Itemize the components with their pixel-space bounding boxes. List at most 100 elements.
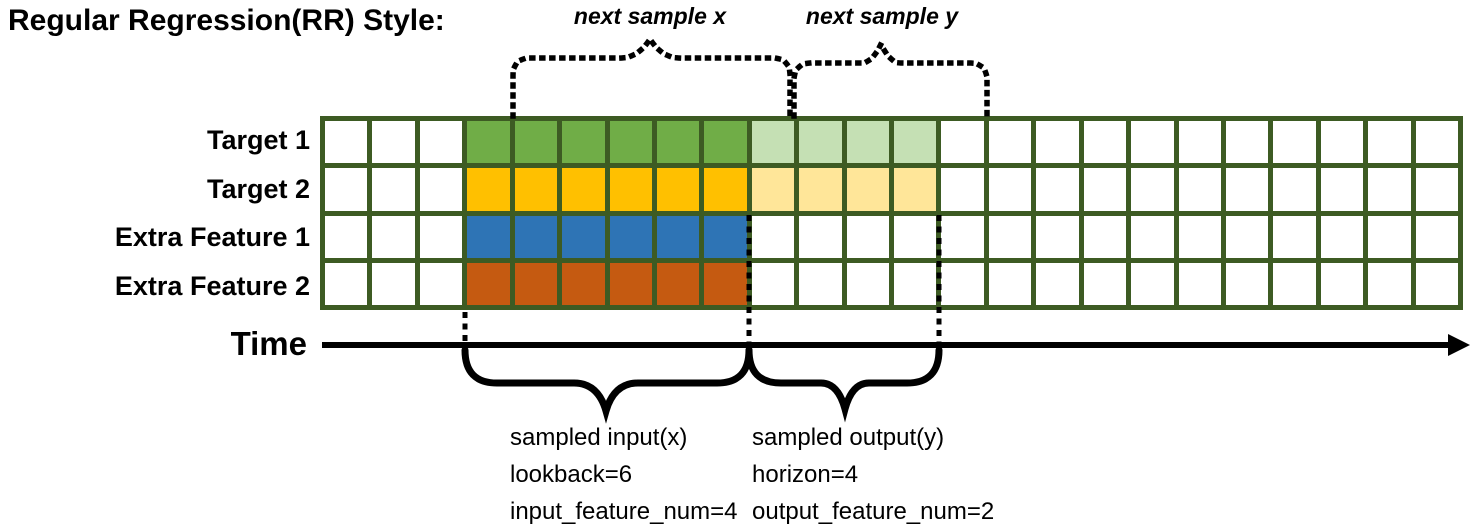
time-arrow-head (1448, 334, 1470, 356)
grid-cell (656, 121, 700, 164)
grid-cell (894, 215, 937, 258)
grid-cell (1273, 121, 1316, 164)
grid-cell (988, 168, 1032, 211)
grid-cell (609, 262, 652, 305)
output-feature-num-value: output_feature_num=2 (752, 498, 995, 525)
grid-cell (1131, 121, 1174, 164)
grid-cell (1320, 121, 1364, 164)
grid-cell (988, 262, 1032, 305)
grid-cell (514, 121, 558, 164)
grid-cell (941, 168, 984, 211)
sampled-output-title: sampled output(y) (752, 424, 945, 451)
grid-cell (1225, 121, 1269, 164)
grid-cell (1036, 215, 1079, 258)
grid-cell (751, 168, 795, 211)
grid-cell (467, 168, 510, 211)
grid-cell (419, 121, 463, 164)
sampled-output-brace (745, 346, 943, 423)
grid-cell (1273, 168, 1316, 211)
grid-cell (1225, 168, 1269, 211)
figure-title: Regular Regression(RR) Style: (8, 4, 445, 37)
grid-cell (1178, 215, 1221, 258)
grid-cell (1131, 168, 1174, 211)
grid-cell (514, 168, 558, 211)
grid-cell (846, 215, 889, 258)
grid-cell (1368, 121, 1411, 164)
grid-cell (1273, 215, 1316, 258)
row-label: Target 2 (206, 173, 310, 204)
next-sample-x-label: next sample x (573, 3, 727, 29)
grid-cell (1415, 168, 1458, 211)
grid-cell (1036, 262, 1079, 305)
grid-cell (609, 168, 652, 211)
grid-cell (941, 215, 984, 258)
grid-cell (1368, 168, 1411, 211)
grid-cell (656, 168, 700, 211)
grid-cell (372, 121, 415, 164)
grid-cell (751, 121, 795, 164)
sampled-input-brace (461, 346, 753, 424)
grid-cell (1083, 262, 1127, 305)
grid-cell (562, 121, 605, 164)
grid-cell (419, 262, 463, 305)
grid-cell (419, 215, 463, 258)
grid-cell (372, 262, 415, 305)
sampled-input-title: sampled input(x) (510, 424, 688, 451)
next-sample-x-brace (510, 33, 793, 119)
grid-cell (325, 215, 368, 258)
grid-cell (846, 168, 889, 211)
grid-cell (1083, 215, 1127, 258)
grid-cell (1083, 168, 1127, 211)
sampled-input-annotation: sampled input(x) lookback=6 input_featur… (510, 419, 738, 530)
grid-cell (988, 215, 1032, 258)
grid-cell (894, 262, 937, 305)
grid-cell (1178, 121, 1221, 164)
grid-cell (419, 168, 463, 211)
grid-cell (1415, 262, 1458, 305)
grid-cell (372, 215, 415, 258)
grid-cell (894, 121, 937, 164)
grid-cell (799, 262, 842, 305)
grid-cell (1178, 262, 1221, 305)
grid-cell (1415, 215, 1458, 258)
grid-cell (704, 215, 747, 258)
grid-cell (799, 168, 842, 211)
input-feature-num-value: input_feature_num=4 (510, 498, 738, 525)
grid-cell (325, 262, 368, 305)
row-label: Extra Feature 1 (114, 222, 310, 252)
grid-cell (1131, 215, 1174, 258)
grid-cell (1320, 262, 1364, 305)
grid-cell (467, 262, 510, 305)
grid-cell (846, 121, 889, 164)
grid-cell (704, 121, 747, 164)
grid-cell (1036, 168, 1079, 211)
grid-cell (325, 168, 368, 211)
grid-cell (1083, 121, 1127, 164)
row-label: Extra Feature 2 (114, 270, 310, 301)
grid-cell (609, 215, 652, 258)
grid-cell (1273, 262, 1316, 305)
grid-cell (372, 168, 415, 211)
grid-cell (1415, 121, 1458, 164)
grid-cell (562, 215, 605, 258)
grid-cell (1320, 215, 1364, 258)
grid-cell (941, 121, 984, 164)
row-label: Target 1 (206, 125, 310, 155)
grid-cell (1320, 168, 1364, 211)
grid-cell (514, 262, 558, 305)
grid-cell (325, 121, 368, 164)
grid-cell (704, 262, 747, 305)
grid-cell (467, 215, 510, 258)
grid-cell (988, 121, 1032, 164)
grid-cell (751, 215, 795, 258)
grid-cell (941, 262, 984, 305)
grid-cell (1368, 215, 1411, 258)
grid-cell (562, 262, 605, 305)
next-sample-y-brace (791, 37, 990, 119)
grid-cell (1225, 215, 1269, 258)
grid-cell (751, 262, 795, 305)
grid-cell (799, 215, 842, 258)
grid-cell (1036, 121, 1079, 164)
grid-cell (514, 215, 558, 258)
grid-cell (467, 121, 510, 164)
